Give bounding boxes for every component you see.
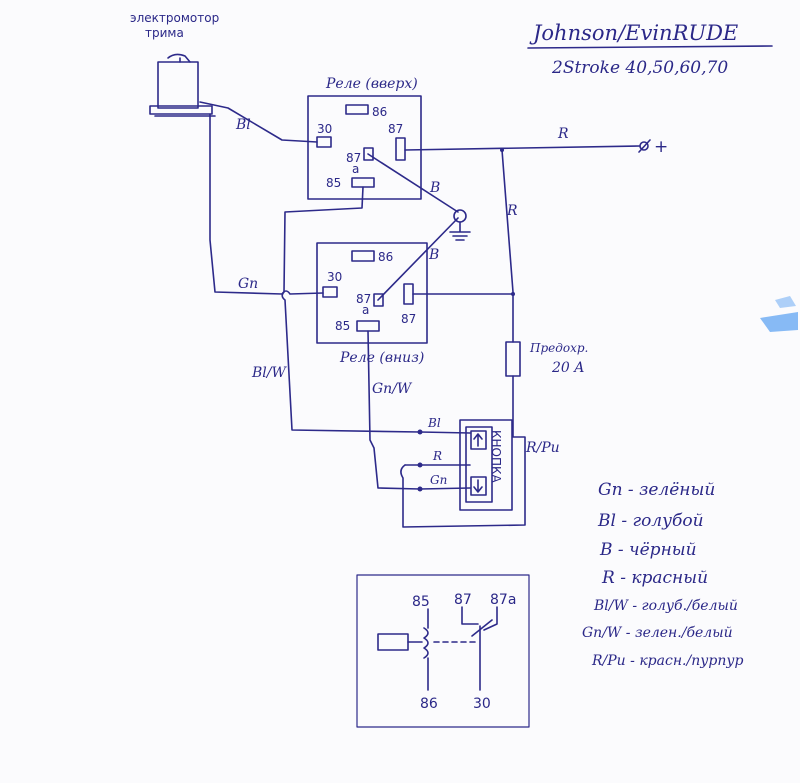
relay-up-box <box>307 95 422 200</box>
relay-down-pin87: 87 <box>401 312 416 326</box>
relay-up-pin-a: a <box>352 162 359 176</box>
wire-label-r-pu: R/Pu <box>525 440 560 456</box>
button-wiring <box>400 375 526 528</box>
legend-item: R - красный <box>601 568 708 588</box>
wire-r-main <box>404 145 641 343</box>
relay-up-pin87a-terminal <box>363 147 374 161</box>
inset-pin-87a: 87a <box>490 592 516 608</box>
inset-pin-30: 30 <box>473 696 491 712</box>
relay-up-pin85-terminal <box>351 177 375 188</box>
wire-gn-motor-to-relay-down <box>209 113 324 295</box>
relay-down-pin87a: 87 <box>356 292 371 306</box>
wire-b-ground <box>367 153 471 301</box>
legend-item: R/Pu - красн./пурпур <box>591 653 743 669</box>
trim-switch <box>459 419 513 511</box>
relay-down-pin86-terminal <box>351 250 375 262</box>
btn-wire-label-gn: Gn <box>430 473 447 487</box>
relay-down-pin85-terminal <box>356 320 380 332</box>
trim-down-key[interactable] <box>470 476 487 496</box>
wire-gn-w <box>367 330 421 490</box>
wire-label-b1: B <box>429 180 440 196</box>
relay-down-pin85: 85 <box>335 319 350 333</box>
relay-up-title: Реле (вверх) <box>325 76 418 92</box>
relay-up-pin87: 87 <box>388 122 403 136</box>
title-underline <box>527 45 773 49</box>
fuse-label-2: 20 A <box>551 360 584 376</box>
wire-label-r-top: R <box>557 126 569 142</box>
relay-down-box <box>316 242 428 344</box>
fuse-icon <box>505 341 521 377</box>
motor-label-1: электромотор <box>130 11 219 25</box>
inset-pin-85: 85 <box>412 594 430 610</box>
relay-up-pin85: 85 <box>326 176 341 190</box>
btn-wire-label-r: R <box>432 449 442 463</box>
legend-item: B - чёрный <box>599 540 697 560</box>
wire-label-gn: Gn <box>238 276 258 292</box>
relay-up-pin86-terminal <box>345 104 369 115</box>
trim-motor-icon <box>149 53 216 117</box>
fuse-label-1: Предохр. <box>529 341 588 355</box>
wire-label-bl: Bl <box>235 117 251 133</box>
relay-down-pin30-terminal <box>322 286 338 298</box>
btn-wire-label-bl: Bl <box>427 416 441 430</box>
wire-label-r-mid: R <box>506 203 518 219</box>
relay-up-pin87-terminal <box>395 137 406 161</box>
wire-bl-w <box>281 186 421 433</box>
battery-plus-terminal <box>638 139 651 153</box>
wire-label-gn-w: Gn/W <box>372 381 413 397</box>
relay-down-pin-a: a <box>362 303 369 317</box>
inset-pin-86: 86 <box>420 696 438 712</box>
legend-item: Bl - голубой <box>597 511 704 531</box>
arrow-down-icon <box>473 479 483 493</box>
relay-down-pin86: 86 <box>378 250 393 264</box>
relay-down-pin87a-terminal <box>373 293 384 307</box>
ink-smudge <box>760 296 798 332</box>
engine-models: 2Stroke 40,50,60,70 <box>551 58 728 78</box>
relay-down-title: Реле (вниз) <box>339 350 424 366</box>
wire-bl-motor-to-relay-up <box>199 101 318 143</box>
relay-up-pin30: 30 <box>317 122 332 136</box>
relay-up-pin87a: 87 <box>346 151 361 165</box>
motor-label-2: трима <box>145 26 184 40</box>
color-legend: Gn - зелёный Bl - голубой B - чёрный R -… <box>582 480 743 669</box>
wire-label-bl-w: Bl/W <box>251 365 287 381</box>
trim-up-key[interactable] <box>470 430 487 450</box>
relay-down-pin30: 30 <box>327 270 342 284</box>
relay-down-pin87-terminal <box>403 283 414 305</box>
legend-item: Gn/W - зелен./белый <box>582 625 733 641</box>
legend-item: Gn - зелёный <box>598 480 715 500</box>
arrow-up-icon <box>473 433 483 447</box>
wire-label-b2: B <box>428 247 439 263</box>
inset-pin-87: 87 <box>454 592 472 608</box>
relay-up-pin86: 86 <box>372 105 387 119</box>
button-label: КНОПКА <box>489 430 503 484</box>
legend-item: Bl/W - голуб./белый <box>593 598 738 614</box>
plus-label: + <box>654 137 668 157</box>
relay-inset <box>356 574 530 728</box>
relay-up-pin30-terminal <box>316 136 332 148</box>
brand-title: Johnson/EvinRUDE <box>529 21 738 45</box>
